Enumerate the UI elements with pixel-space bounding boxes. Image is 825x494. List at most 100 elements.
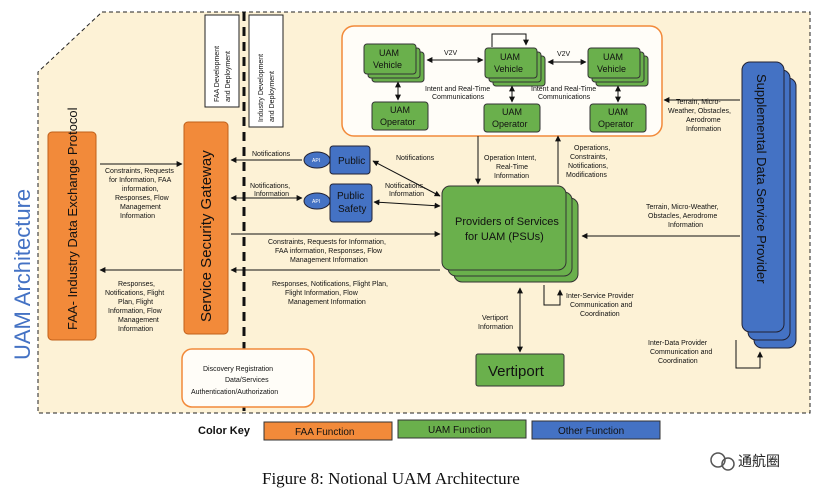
public-safety-box (329, 183, 373, 223)
tt-1: Terrain, Micro- (676, 99, 721, 106)
label-notif-info-psu-2: Information (389, 191, 424, 198)
rl-1: Responses, (118, 281, 155, 288)
psu-line2: for UAM (PSUs) (465, 231, 544, 243)
op-4: Modifications (566, 172, 607, 179)
public-safety-line1: Public (337, 191, 364, 202)
label-terrain-top: Terrain, Micro- Weather, Obstacles, Aero… (668, 99, 731, 133)
cf-4: Responses, Flow (115, 195, 170, 202)
operator-3-line2: Operator (598, 119, 634, 129)
gateway-label: Service Security Gateway (198, 150, 215, 322)
tt-2: Weather, Obstacles, (668, 108, 731, 115)
label-operation-intent: Operation Intent, Real-Time Information (484, 155, 536, 180)
uam-architecture-title: UAM Architecture (10, 189, 35, 360)
color-key-faa-label: FAA Function (295, 427, 354, 438)
intent-comms-2-line1: Intent and Real-Time (531, 86, 596, 93)
tt-3: Aerodrome (686, 117, 721, 124)
supplemental-label: Supplemental Data Service Provider (754, 74, 769, 284)
intent-comms-1-line2: Communications (432, 94, 485, 101)
wechat-icon (710, 452, 726, 468)
rp-2: Flight Information, Flow (285, 290, 359, 297)
oi-2: Real-Time (496, 164, 528, 171)
api-safety-label: API (312, 199, 320, 205)
cf-1: Constraints, Requests (105, 168, 174, 175)
id-3: Coordination (658, 358, 698, 365)
faa-protocol-label: FAA- Industry Data Exchange Protocol (65, 107, 80, 330)
rl-5: Management (118, 317, 159, 324)
color-key-other-label: Other Function (558, 426, 624, 437)
uam-vehicle-3: UAM Vehicle (587, 47, 649, 87)
is-1: Inter-Service Provider (566, 293, 634, 300)
label-inter-service: Inter-Service Provider Communication and… (566, 293, 634, 318)
cf-5: Management (120, 204, 161, 211)
id-1: Inter-Data Provider (648, 340, 708, 347)
operator-2-line2: Operator (492, 119, 528, 129)
faa-deployment-line2: and Deployment (225, 51, 232, 102)
psu-box: Providers of Services for UAM (PSUs) (441, 185, 579, 283)
uam-vehicle-2: UAM Vehicle (484, 47, 546, 87)
label-constraints-psu: Constraints, Requests for Information, F… (268, 239, 386, 264)
faa-protocol-box (47, 131, 97, 341)
discovery-box (181, 348, 315, 408)
operator-2-line1: UAM (502, 107, 522, 117)
public-label: Public (338, 156, 365, 167)
color-key-title: Color Key (198, 425, 251, 437)
label-notif-info-2: Information (254, 191, 289, 198)
oi-1: Operation Intent, (484, 155, 536, 162)
supplemental-box: Supplemental Data Service Provider (741, 61, 797, 349)
svg-text:and Deployment: and Deployment (225, 51, 232, 102)
discovery-line3: Authentication/Authorization (191, 389, 278, 396)
public-box (329, 145, 371, 175)
rl-4: Information, Flow (108, 308, 163, 315)
vi-2: Information (478, 324, 513, 331)
label-responses-psu: Responses, Notifications, Flight Plan, F… (272, 281, 388, 306)
tm-1: Terrain, Micro-Weather, (646, 204, 719, 211)
intent-comms-1-line1: Intent and Real-Time (425, 86, 490, 93)
label-inter-data: Inter-Data Provider Communication and Co… (648, 340, 712, 365)
public-safety-line2: Safety (338, 204, 366, 215)
label-constraints-faa: Constraints, Requests for Information, F… (105, 168, 174, 220)
discovery-line2: Data/Services (225, 377, 269, 384)
watermark-text: 通航圈 (738, 454, 780, 470)
vehicle-2-line2: Vehicle (494, 64, 523, 74)
uam-operator-2: UAM Operator (483, 103, 541, 133)
faa-deployment-box (204, 14, 240, 108)
vi-1: Vertiport (482, 315, 508, 322)
operator-1-line1: UAM (390, 105, 410, 115)
uam-operator-1: UAM Operator (371, 101, 429, 131)
rp-3: Management Information (288, 299, 366, 306)
op-2: Constraints, (570, 154, 607, 161)
label-notif-info-1: Notifications, (250, 183, 290, 190)
is-3: Coordination (580, 311, 620, 318)
label-notifications-psu: Notifications (396, 155, 435, 162)
rl-3: Plan, Flight (118, 299, 153, 306)
uam-vehicle-1: UAM Vehicle (363, 43, 425, 83)
cf-3: information, (122, 186, 159, 193)
psu-line1: Providers of Services (455, 216, 559, 228)
api-public-label: API (312, 158, 320, 164)
svg-text:FAA Development: FAA Development (214, 46, 221, 102)
vertiport-box (475, 353, 565, 387)
rl-6: Information (118, 326, 153, 333)
color-key-faa: FAA Function (263, 421, 393, 441)
label-notifications-public: Notifications (252, 151, 291, 158)
color-key-uam-label: UAM Function (428, 425, 491, 436)
oi-3: Information (494, 173, 529, 180)
cp-2: FAA information, Responses, Flow (275, 248, 383, 255)
vehicle-3-line2: Vehicle (597, 64, 626, 74)
cp-1: Constraints, Requests for Information, (268, 239, 386, 246)
rl-2: Notifications, Flight (105, 290, 164, 297)
op-1: Operations, (574, 145, 610, 152)
operator-3-line1: UAM (608, 107, 628, 117)
label-notif-info-psu-1: Notifications, (385, 183, 425, 190)
v2v-label-1: V2V (444, 50, 458, 57)
vehicle-1-line2: Vehicle (373, 60, 402, 70)
tt-4: Information (686, 126, 721, 133)
svg-text:and Deployment: and Deployment (269, 71, 276, 122)
cf-6: Information (120, 213, 155, 220)
svg-text:Industry Development: Industry Development (258, 54, 265, 122)
label-responses-left: Responses, Notifications, Flight Plan, F… (105, 281, 164, 333)
vehicle-3-line1: UAM (603, 52, 623, 62)
discovery-line1: Discovery Registration (203, 366, 273, 373)
operator-1-line2: Operator (380, 117, 416, 127)
rp-1: Responses, Notifications, Flight Plan, (272, 281, 388, 288)
